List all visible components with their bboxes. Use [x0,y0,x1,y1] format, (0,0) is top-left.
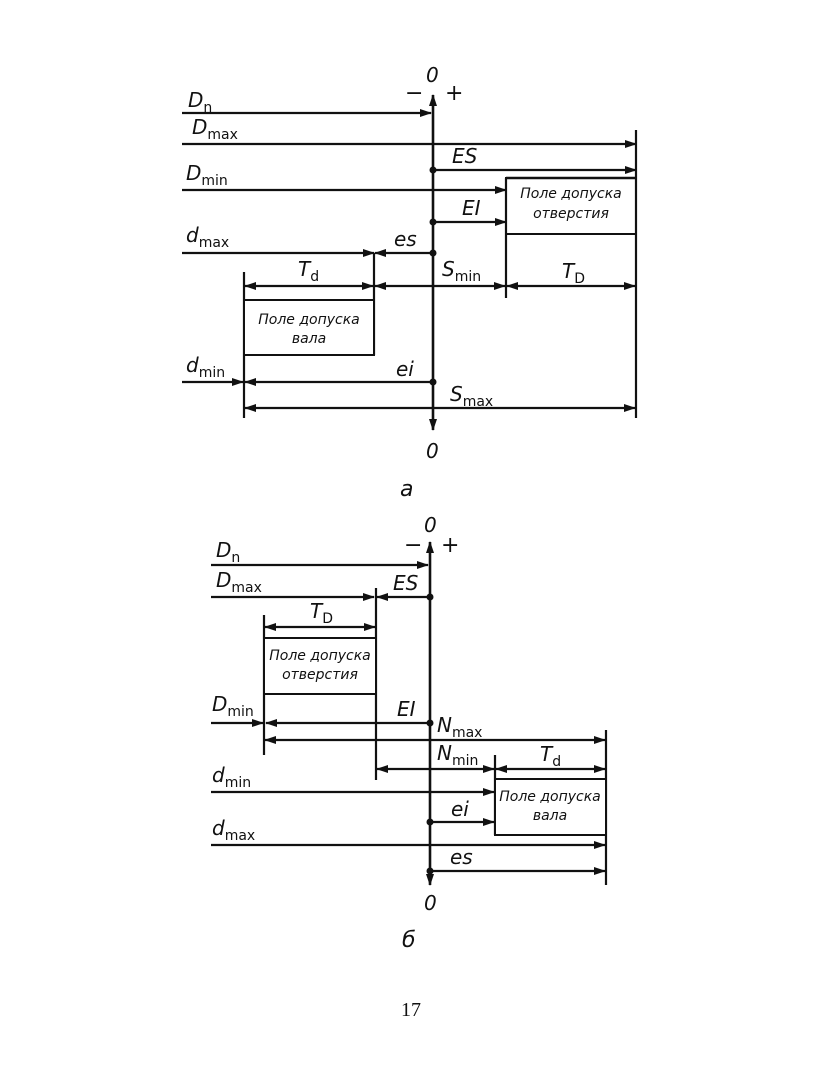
minus-sign: − [404,533,422,558]
ei-shaft-label: ei [451,797,469,821]
diagram-b: 0 − + 0 Dn Dmax ES TD Поле допуска отвер… [211,513,608,953]
shaft-box-text-line2: вала [292,331,326,347]
dmin-hole-label: Dmin [186,161,228,189]
shaft-box-text-line1: Поле допуска [258,312,360,328]
minus-sign: − [405,81,423,106]
dmax-hole-label: Dmax [192,115,238,143]
diagram-a-caption: а [400,477,413,502]
nmax-label: Nmax [437,713,482,741]
shaft-box-text-line1: Поле допуска [499,789,601,805]
plus-sign: + [441,533,459,558]
ei-shaft-label: ei [396,357,414,381]
dn-label: Dn [188,88,212,116]
shaft-box-text-line2: вала [533,808,567,824]
axis-bottom-zero: 0 [426,439,439,463]
dmin-hole-label: Dmin [212,692,254,720]
dmin-shaft-label: dmin [212,763,251,791]
td-hole-label: TD [562,259,585,287]
es-shaft-label: es [394,227,417,251]
td-hole-label: TD [310,599,333,627]
axis-top-zero: 0 [424,513,437,537]
axis-bottom-zero: 0 [424,891,437,915]
td-shaft-label: Td [540,742,561,770]
es-hole-label: ES [393,571,419,595]
dn-label: Dn [216,538,240,566]
hole-box-text-line1: Поле допуска [520,186,622,202]
hole-box-text-line2: отверстия [533,206,609,222]
ei-hole-label: EI [397,697,416,721]
smin-label: Smin [442,257,481,285]
es-upper-label: ES [452,144,478,168]
hole-box-text-line1: Поле допуска [269,648,371,664]
dmax-hole-label: Dmax [216,568,262,596]
hole-tolerance-zone [263,637,377,695]
plus-sign: + [445,81,463,106]
td-label: Td [298,257,319,285]
hole-box-text-line2: отверстия [282,667,358,683]
diagram-b-caption: б [402,928,416,953]
smax-label: Smax [450,382,493,410]
dmin-shaft-label: dmin [186,353,225,381]
es-shaft-label: es [450,845,473,869]
shaft-tolerance-zone [494,778,607,836]
axis-top-zero: 0 [426,63,439,87]
nmin-label: Nmin [437,741,478,769]
diagram-a: 0 − + 0 Dn Dmax ES Dmin Поле допуска отв… [182,63,638,502]
shaft-tolerance-zone [243,299,375,356]
page-number: 17 [401,999,421,1021]
dmax-shaft-label: dmax [212,816,255,844]
ei-hole-label: EI [462,196,481,220]
dmax-shaft-label: dmax [186,223,229,251]
